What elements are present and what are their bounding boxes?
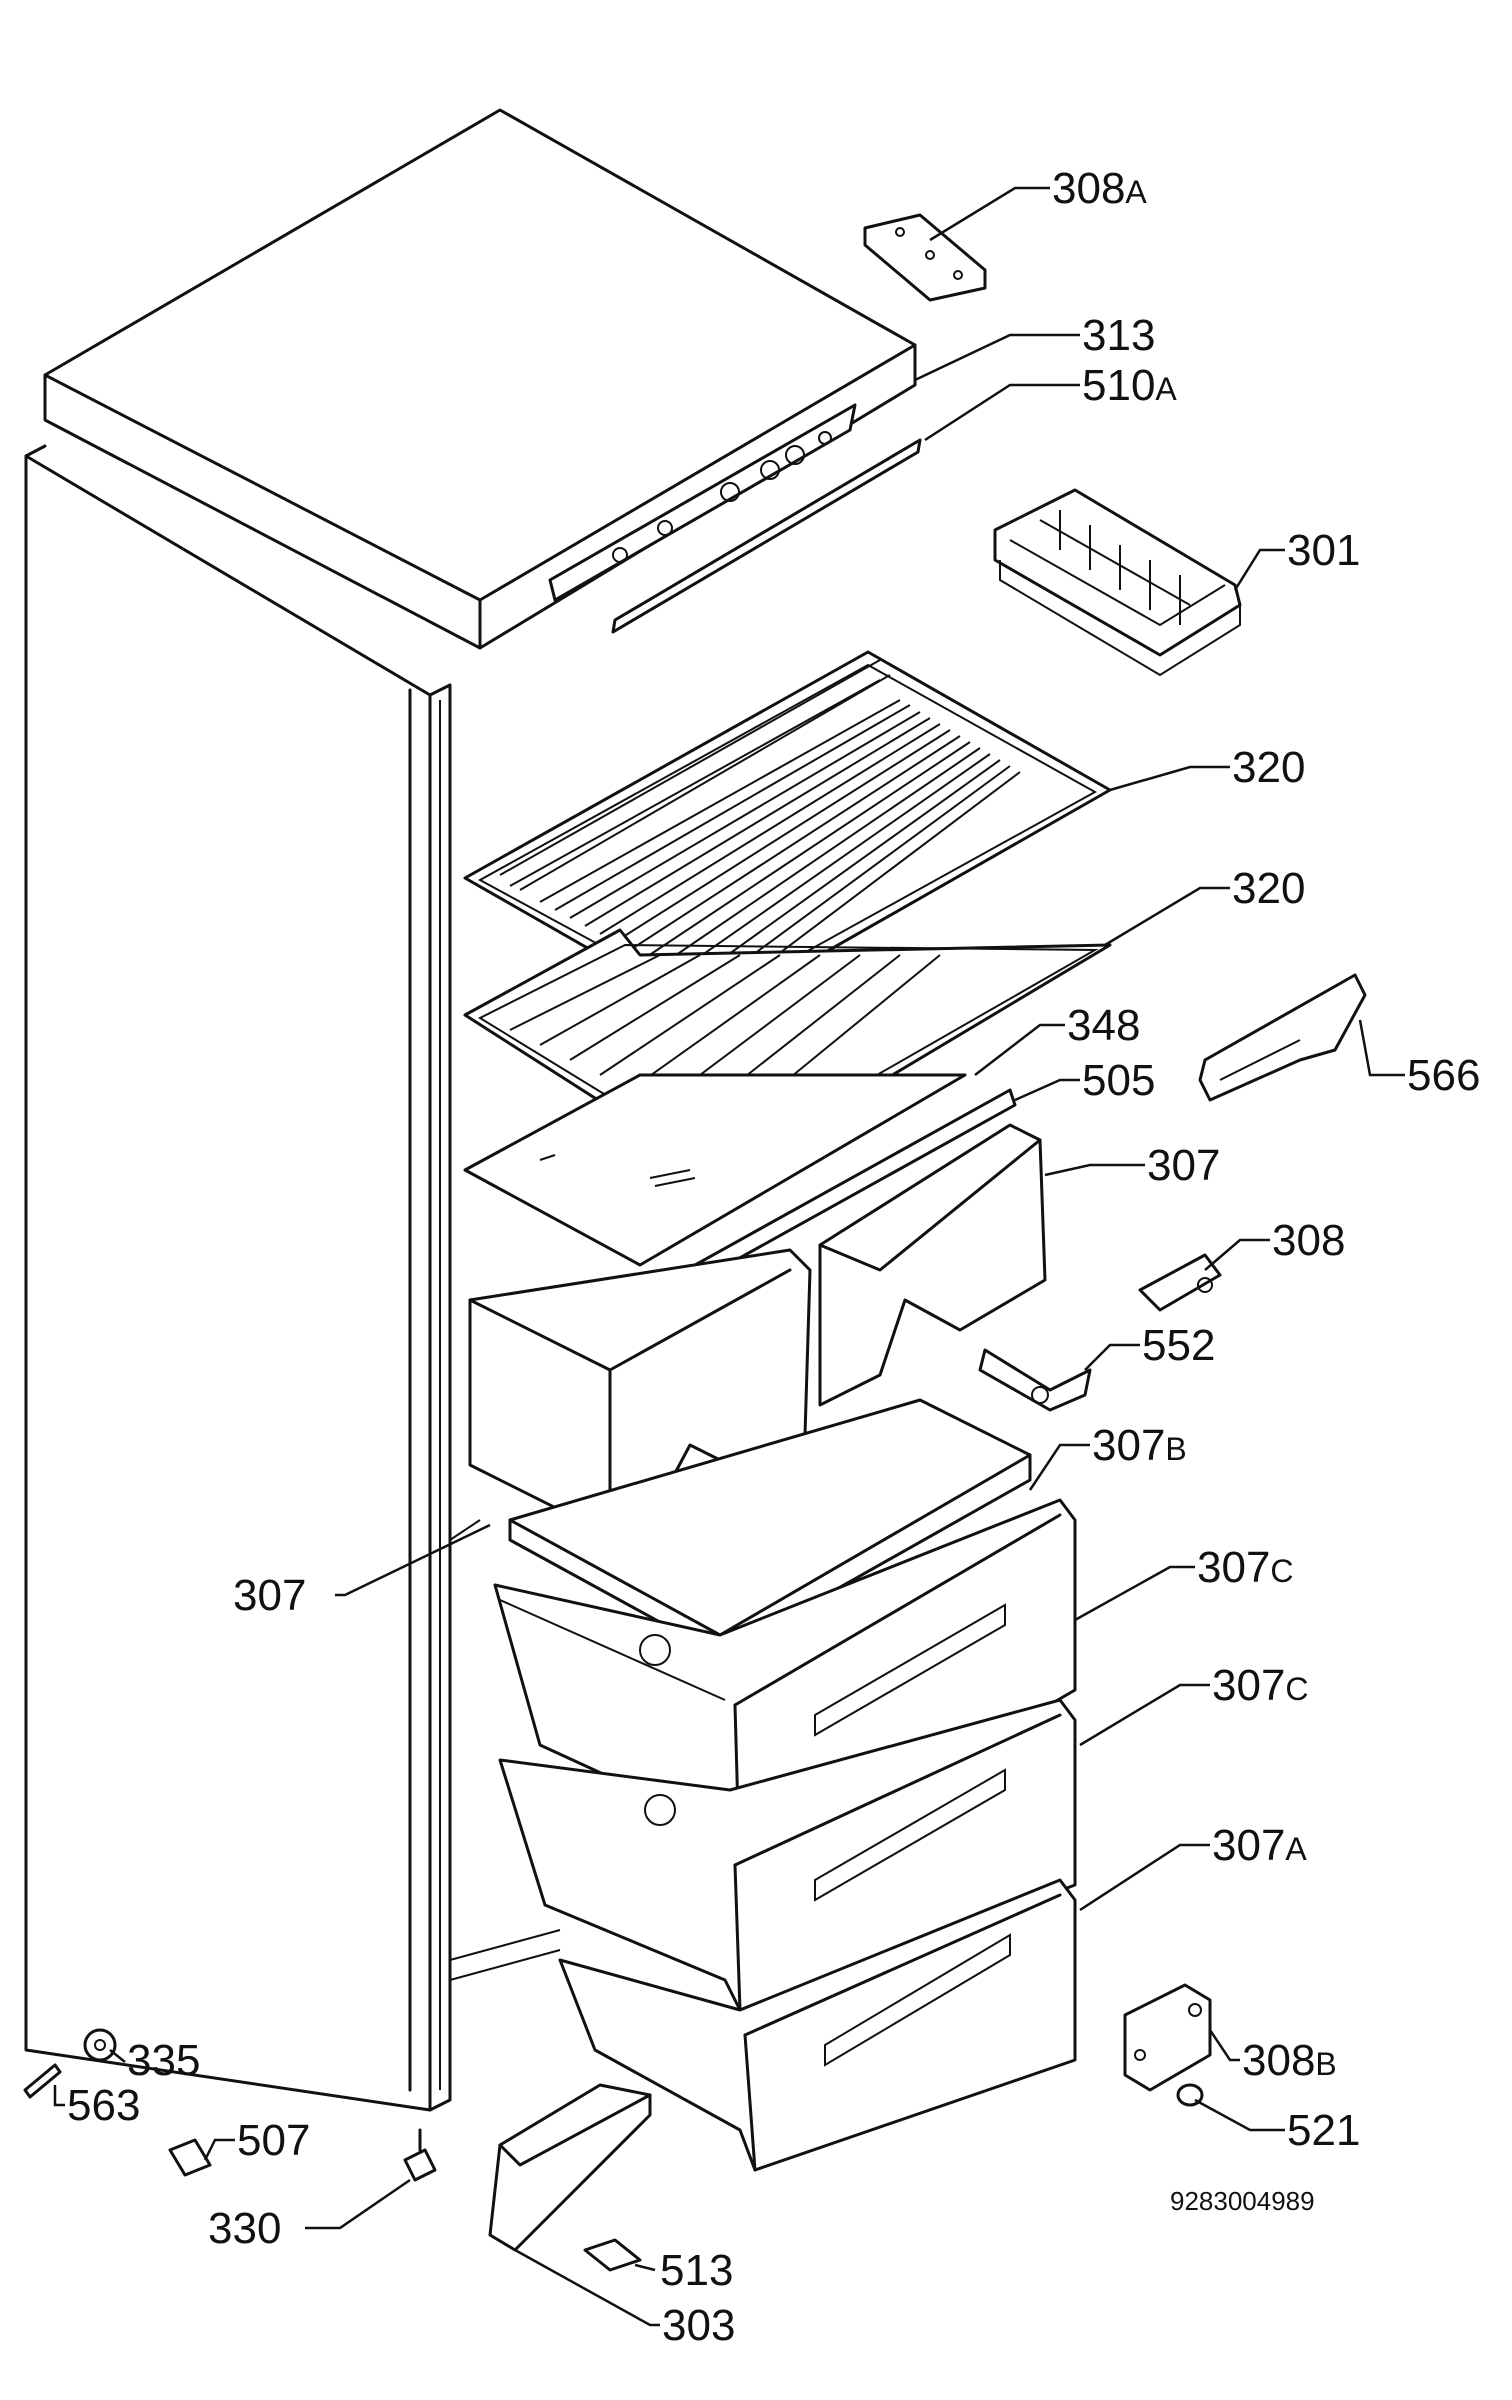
label-308a: 308A [1052, 164, 1147, 213]
label-308b: 308B [1242, 2036, 1337, 2085]
hinge-bracket-308b [1123, 1983, 1212, 2092]
label-307-right: 307 [1147, 1141, 1220, 1190]
upper-drawer-right [818, 1123, 1047, 1407]
label-307a: 307A [1212, 1821, 1307, 1870]
cabinet-body [24, 444, 561, 2112]
label-313: 313 [1082, 311, 1155, 360]
label-303: 303 [662, 2301, 735, 2350]
label-521: 521 [1287, 2106, 1360, 2155]
drawing-number: 9283004989 [1170, 2186, 1315, 2216]
label-563: 563 [67, 2081, 140, 2130]
label-552: 552 [1142, 1321, 1215, 1370]
leader-lines [53, 186, 1405, 2327]
label-507: 507 [237, 2116, 310, 2165]
label-308: 308 [1272, 1216, 1345, 1265]
label-513: 513 [660, 2246, 733, 2295]
label-307-left: 307 [233, 1571, 306, 1620]
clip-507 [168, 2138, 212, 2177]
label-510a: 510A [1082, 361, 1177, 410]
freezer-drawer-bottom [558, 1878, 1077, 2172]
hinge-308 [1138, 1253, 1222, 1312]
label-320-lower: 320 [1232, 864, 1305, 913]
label-330: 330 [208, 2204, 281, 2253]
label-307c-top: 307C [1197, 1543, 1294, 1592]
part-labels: 308A 313 510A 301 320 320 348 566 505 30… [67, 164, 1480, 2350]
top-hinge-plate [863, 213, 987, 302]
label-505: 505 [1082, 1056, 1155, 1105]
label-307b: 307B [1092, 1421, 1187, 1470]
glass-shelf [463, 1073, 967, 1267]
label-307c-middle: 307C [1212, 1661, 1309, 1710]
control-panel [548, 403, 922, 634]
label-335: 335 [127, 2036, 200, 2085]
label-320-upper: 320 [1232, 743, 1305, 792]
door-handle-566 [1198, 973, 1367, 1102]
label-301: 301 [1287, 526, 1360, 575]
hinge-pin-552 [978, 1348, 1092, 1412]
upper-drawer-left [468, 1248, 812, 1537]
leveling-foot-330 [403, 2128, 437, 2182]
ice-cube-tray [993, 488, 1242, 677]
kickplate [488, 2083, 652, 2252]
foot-cap-335 [83, 2028, 117, 2062]
pin-563 [23, 2063, 62, 2099]
cover-513 [583, 2238, 642, 2272]
label-566: 566 [1407, 1051, 1480, 1100]
label-348: 348 [1067, 1001, 1140, 1050]
